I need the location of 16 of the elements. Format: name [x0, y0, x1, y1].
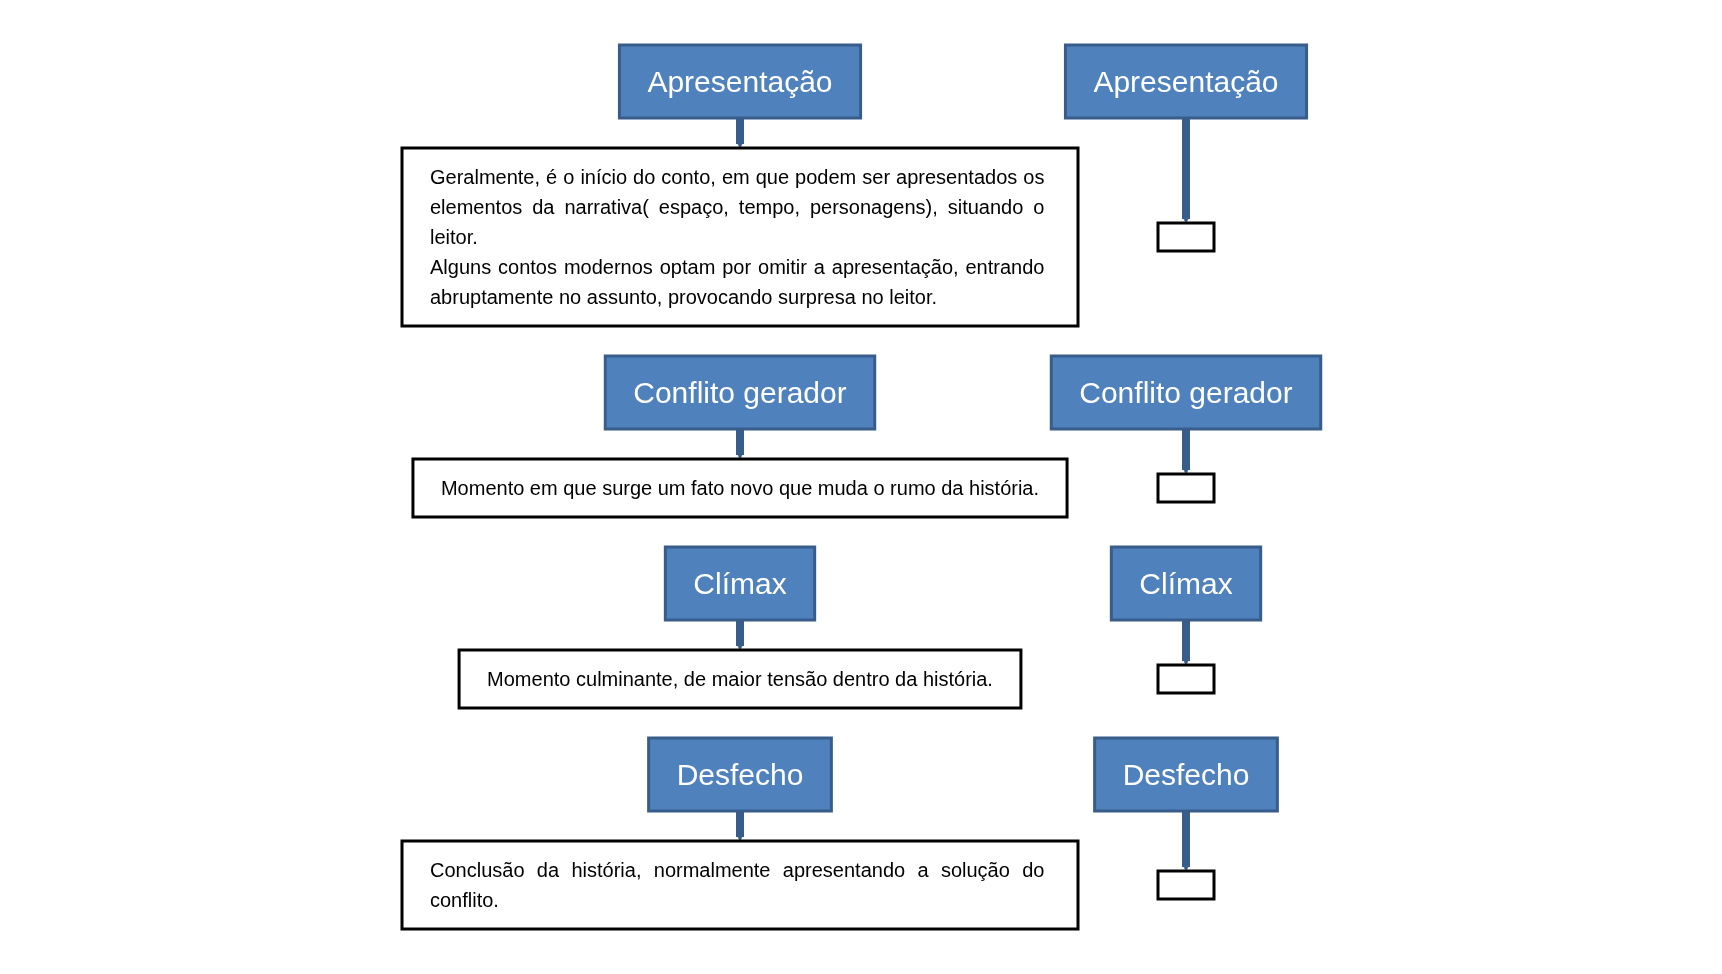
node-box: Apresentação — [1063, 43, 1308, 120]
node-box — [1156, 472, 1216, 504]
node-box: Clímax — [1109, 545, 1262, 622]
node-box: Conclusão da história, normalmente apresentando a solução do conflito. — [400, 839, 1080, 931]
node-box: Desfecho — [1092, 736, 1279, 813]
node-box: Conflito gerador — [1049, 354, 1322, 431]
node-box — [1156, 663, 1216, 695]
node-box — [1156, 869, 1216, 901]
node-box: Apresentação — [617, 43, 862, 120]
node-box: Geralmente, é o início do conto, em que podem ser apresentados os elementos da narrativa( espaço, tempo, personagens), situando o leitor. Alguns contos modernos optam por omitir a apresentação, entrando abruptamente no assunto, provocando surpresa no leitor. — [400, 146, 1080, 328]
node-box: Clímax — [663, 545, 816, 622]
node-box: Desfecho — [646, 736, 833, 813]
node-box: Momento culminante, de maior tensão dentro da história. — [457, 648, 1023, 710]
node-box: Conflito gerador — [603, 354, 876, 431]
node-box — [1156, 221, 1216, 253]
node-box: Momento em que surge um fato novo que muda o rumo da história. — [411, 457, 1069, 519]
